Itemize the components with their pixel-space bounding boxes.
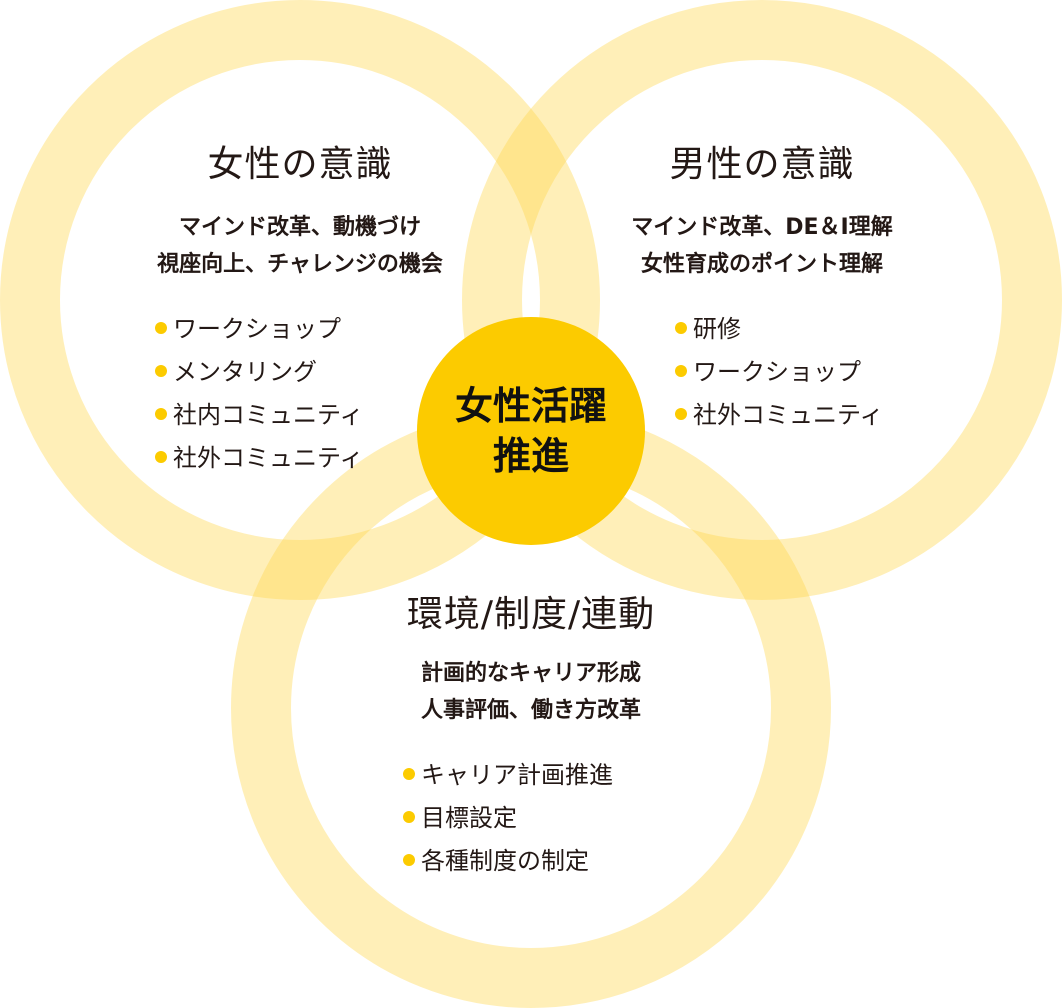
list-item: ワークショップ (675, 351, 884, 394)
bullet-icon (403, 854, 415, 866)
environment-title: 環境/制度/連動 (406, 594, 656, 635)
women-sub-line: 視座向上、チャレンジの機会 (157, 252, 443, 277)
men-list: 研修 ワークショップ 社外コミュニティ (675, 308, 884, 437)
environment-list: キャリア計画推進 目標設定 各種制度の制定 (403, 754, 613, 883)
men-sub-line: 女性育成のポイント理解 (640, 252, 883, 277)
men-title: 男性の意識 (669, 144, 855, 185)
bullet-icon (155, 408, 167, 420)
women-sub-line: マインド改革、動機づけ (178, 215, 421, 240)
list-item: ワークショップ (155, 308, 364, 351)
women-list: ワークショップ メンタリング 社内コミュニティ 社外コミュニティ (155, 308, 364, 480)
list-item: 社外コミュニティ (675, 394, 884, 437)
women-block: 女性の意識 マインド改革、動機づけ 視座向上、チャレンジの機会 (100, 135, 500, 283)
environment-block: 環境/制度/連動 計画的なキャリア形成 人事評価、働き方改革 (331, 585, 731, 729)
bullet-icon (675, 322, 687, 334)
list-item: 社内コミュニティ (155, 394, 364, 437)
environment-sub-line: 人事評価、働き方改革 (420, 698, 641, 723)
men-block: 男性の意識 マインド改革、DE＆I理解 女性育成のポイント理解 (562, 135, 962, 283)
women-subtitle: マインド改革、動機づけ 視座向上、チャレンジの機会 (100, 209, 500, 283)
list-item: 研修 (675, 308, 884, 351)
environment-subtitle: 計画的なキャリア形成 人事評価、働き方改革 (331, 655, 731, 729)
bullet-icon (403, 768, 415, 780)
list-item: キャリア計画推進 (403, 754, 613, 797)
women-title: 女性の意識 (207, 144, 393, 185)
bullet-icon (155, 365, 167, 377)
bullet-icon (675, 365, 687, 377)
environment-sub-line: 計画的なキャリア形成 (420, 661, 641, 686)
center-circle: 女性活躍 推進 (417, 317, 645, 545)
bullet-icon (675, 408, 687, 420)
bullet-icon (155, 451, 167, 463)
center-label-line2: 推進 (492, 434, 569, 478)
list-item: 各種制度の制定 (403, 840, 613, 883)
list-item: 社外コミュニティ (155, 437, 364, 480)
list-item: メンタリング (155, 351, 364, 394)
bullet-icon (403, 811, 415, 823)
bullet-icon (155, 322, 167, 334)
list-item: 目標設定 (403, 797, 613, 840)
center-label-line1: 女性活躍 (454, 384, 607, 428)
men-sub-line: マインド改革、DE＆I理解 (631, 215, 893, 240)
men-subtitle: マインド改革、DE＆I理解 女性育成のポイント理解 (562, 209, 962, 283)
